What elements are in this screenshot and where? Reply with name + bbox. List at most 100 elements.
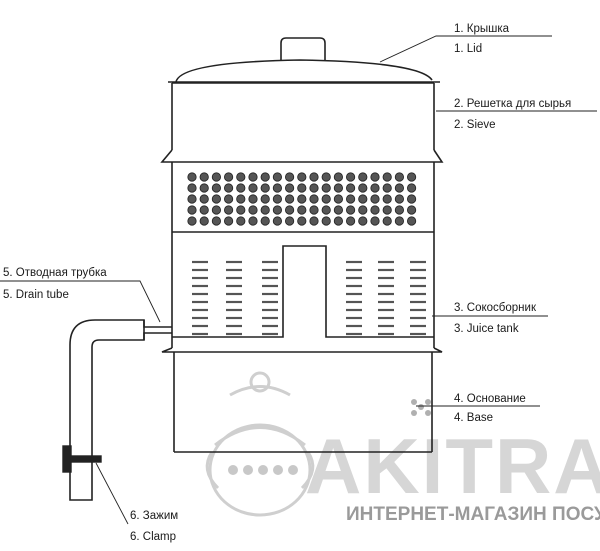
sieve-hole <box>224 194 234 204</box>
label-juice-tank-en: 3. Juice tank <box>454 323 519 335</box>
sieve-hole <box>199 194 209 204</box>
labels: 1. Крышка 1. Lid 2. Решетка для сырья 2.… <box>3 23 571 543</box>
sieve-hole <box>284 194 295 204</box>
sieve-hole <box>345 205 356 215</box>
watermark-flower-icon <box>411 399 431 416</box>
sieve-hole <box>199 205 209 215</box>
sieve-hole <box>211 172 221 182</box>
sieve-hole <box>297 194 307 204</box>
sieve-hole <box>211 216 221 226</box>
label-clamp-ru: 6. Зажим <box>130 510 178 522</box>
label-sieve-ru: 2. Решетка для сырья <box>454 98 571 110</box>
lid <box>168 37 440 83</box>
watermark-tagline: ИНТЕРНЕТ-МАГАЗИН ПОСУДЫ <box>346 504 600 525</box>
sieve-hole <box>260 216 270 226</box>
sieve-hole <box>382 183 392 193</box>
sieve-hole <box>394 216 404 226</box>
label-base-en: 4. Base <box>454 412 493 424</box>
sieve-hole <box>333 216 343 226</box>
sieve-hole <box>406 194 417 204</box>
sieve-hole <box>224 205 234 215</box>
sieve-hole <box>211 194 221 204</box>
drain-tube <box>69 319 172 501</box>
label-lid-ru: 1. Крышка <box>454 23 510 35</box>
sieve-hole <box>370 183 380 193</box>
sieve-hole <box>358 216 368 226</box>
label-juice-tank-ru: 3. Сокосборник <box>454 302 537 314</box>
watermark: AKITRA ИНТЕРНЕТ-МАГАЗИН ПОСУДЫ <box>205 371 600 525</box>
sieve-hole <box>321 216 331 226</box>
sieve-hole <box>333 183 343 193</box>
sieve-hole <box>345 194 356 204</box>
sieve-hole <box>284 205 295 215</box>
sieve-hole <box>333 172 343 182</box>
sieve-hole <box>345 183 356 193</box>
leader-lines <box>0 35 597 525</box>
clamp <box>62 445 102 473</box>
watermark-pot-logo-icon <box>205 371 315 517</box>
sieve-hole <box>370 216 380 226</box>
sieve-hole <box>394 194 404 204</box>
sieve-hole <box>309 216 319 226</box>
sieve-hole <box>309 205 319 215</box>
label-sieve-en: 2. Sieve <box>454 119 496 131</box>
tank-central-tube <box>172 245 434 338</box>
sieve-hole <box>187 194 197 204</box>
sieve-hole <box>236 183 246 193</box>
sieve-hole <box>309 194 319 204</box>
sieve-hole <box>187 172 197 182</box>
sieve-hole <box>236 172 246 182</box>
label-drain-tube-ru: 5. Отводная трубка <box>3 267 107 279</box>
sieve-hole <box>309 183 319 193</box>
sieve-hole <box>187 205 197 215</box>
sieve-hole <box>321 183 331 193</box>
label-base-ru: 4. Основание <box>454 393 526 405</box>
sieve-hole <box>394 205 404 215</box>
sieve-hole <box>224 172 234 182</box>
sieve-hole <box>260 172 270 182</box>
lid-knob <box>280 37 326 60</box>
sieve-hole <box>284 216 295 226</box>
sieve-hole <box>394 183 404 193</box>
sieve-hole <box>394 172 404 182</box>
sieve-hole <box>333 205 343 215</box>
sieve-hole <box>211 205 221 215</box>
sieve-hole <box>333 194 343 204</box>
sieve-hole <box>370 172 380 182</box>
sieve-hole <box>358 183 368 193</box>
sieve-hole <box>187 216 197 226</box>
sieve-hole <box>248 205 258 215</box>
sieve-hole <box>187 183 197 193</box>
sieve-hole <box>248 172 258 182</box>
sieve-hole <box>199 172 209 182</box>
sieve-hole <box>370 205 380 215</box>
sieve-hole <box>224 183 234 193</box>
lid-dome <box>175 59 433 83</box>
sieve-hole <box>297 216 307 226</box>
sieve-hole <box>248 216 258 226</box>
sieve-hole <box>284 172 295 182</box>
sieve-hole <box>272 205 282 215</box>
sieve-hole <box>297 183 307 193</box>
sieve-hole <box>382 205 392 215</box>
sieve-hole <box>406 216 417 226</box>
sieve-hole <box>248 194 258 204</box>
sieve-hole <box>406 172 417 182</box>
sieve-hole <box>260 183 270 193</box>
sieve-hole <box>345 172 356 182</box>
sieve-hole <box>321 172 331 182</box>
sieve-hole <box>382 172 392 182</box>
sieve-hole <box>370 194 380 204</box>
label-drain-tube-en: 5. Drain tube <box>3 289 69 301</box>
sieve-hole <box>260 194 270 204</box>
sieve-hole <box>345 216 356 226</box>
sieve-hole <box>199 216 209 226</box>
sieve-hole <box>236 194 246 204</box>
sieve-hole <box>297 205 307 215</box>
sieve-hole <box>358 205 368 215</box>
sieve-hole <box>236 216 246 226</box>
sieve-hole <box>260 205 270 215</box>
sieve-hole <box>358 172 368 182</box>
sieve-holes <box>187 172 417 226</box>
sieve-hole <box>248 183 258 193</box>
